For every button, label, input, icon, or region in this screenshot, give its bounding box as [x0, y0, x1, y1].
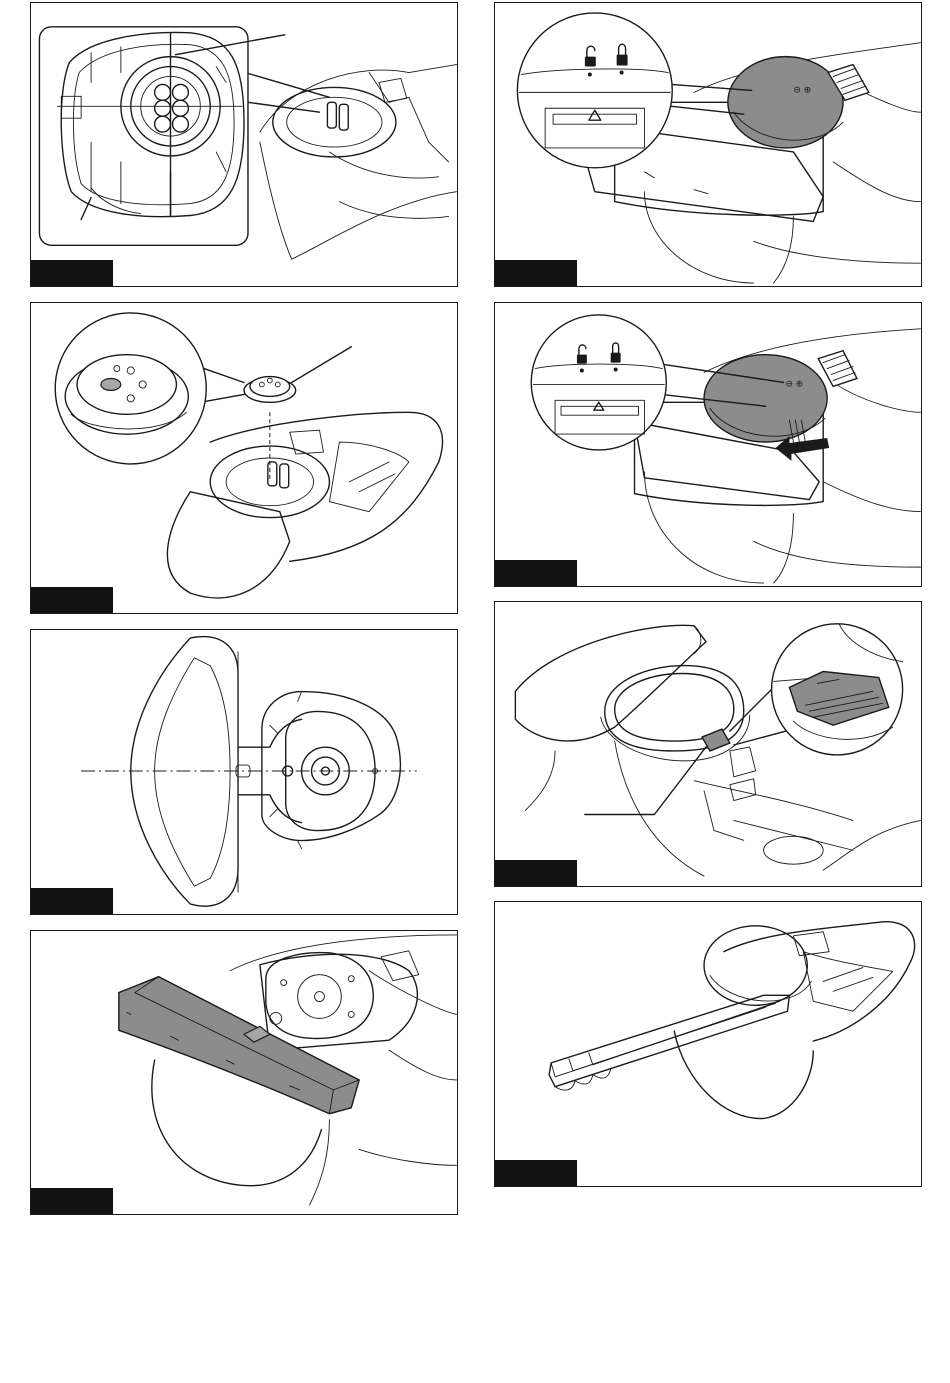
- figure-3-tab: [31, 587, 113, 613]
- figure-7-panel: [30, 930, 458, 1215]
- figure-1-illustration: [31, 3, 457, 286]
- figure-6-panel: [494, 601, 922, 887]
- figure-8-tab: [495, 1160, 577, 1186]
- figure-8-illustration: [495, 902, 921, 1186]
- figure-4-illustration: ⊖ ⊕: [495, 303, 921, 586]
- figure-3-panel: [30, 302, 458, 614]
- figure-6-illustration: [495, 602, 921, 886]
- figure-2-panel: ⊖ ⊕: [494, 2, 922, 287]
- figure-5-tab: [31, 888, 113, 914]
- figure-6-tab: [495, 860, 577, 886]
- figure-1-tab: [31, 260, 113, 286]
- figure-2-tab: [495, 260, 577, 286]
- figure-5-illustration: [31, 630, 457, 914]
- figure-4-tab: [495, 560, 577, 586]
- figure-5-panel: [30, 629, 458, 915]
- figure-8-panel: [494, 901, 922, 1187]
- figure-7-tab: [31, 1188, 113, 1214]
- figure-4-panel: ⊖ ⊕: [494, 302, 922, 587]
- figure-1-panel: [30, 2, 458, 287]
- svg-text:⊖ ⊕: ⊖ ⊕: [793, 85, 811, 95]
- figure-2-illustration: ⊖ ⊕: [495, 3, 921, 286]
- svg-text:⊖ ⊕: ⊖ ⊕: [785, 379, 803, 389]
- figure-3-illustration: [31, 303, 457, 613]
- figure-7-illustration: [31, 931, 457, 1214]
